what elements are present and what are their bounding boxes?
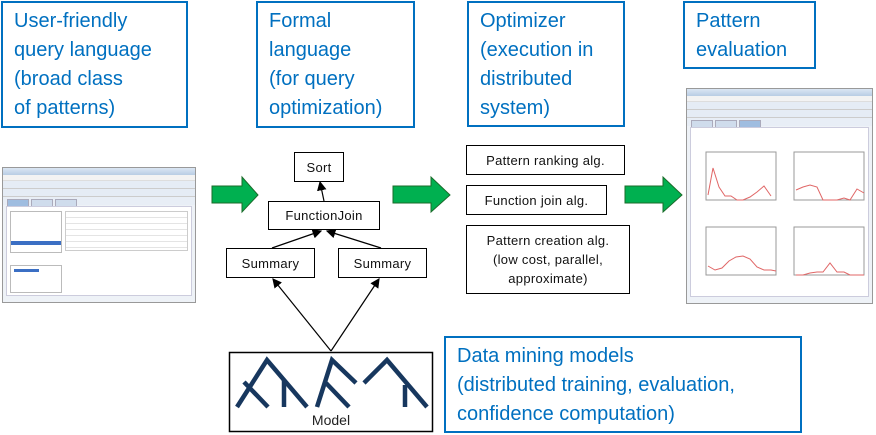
tree-icon xyxy=(235,356,309,409)
mini-charts xyxy=(705,151,865,276)
mini-chart-3 xyxy=(705,226,777,276)
stage-optimizer: Optimizer (execution in distributed syst… xyxy=(467,1,625,127)
stage-formal-language: Formal language (for query optimization) xyxy=(256,1,415,128)
mini-chart-4 xyxy=(793,226,865,276)
model-label: Model xyxy=(311,412,351,428)
tree-icon xyxy=(314,355,358,409)
plan-node-function-join: FunctionJoin xyxy=(268,201,380,230)
algorithm-function-join: Function join alg. xyxy=(466,185,607,215)
edge-summary-right-to-join xyxy=(325,228,382,249)
plan-node-summary-left: Summary xyxy=(226,248,315,278)
query-ui-screenshot xyxy=(2,167,196,303)
algorithm-pattern-ranking: Pattern ranking alg. xyxy=(466,145,625,175)
flow-arrow-3 xyxy=(624,175,683,214)
stage-pattern-evaluation: Pattern evaluation xyxy=(683,1,816,69)
tree-icon xyxy=(362,356,429,409)
mini-chart-1 xyxy=(705,151,777,201)
plan-node-summary-right: Summary xyxy=(338,248,427,278)
data-mining-models: Data mining models (distributed training… xyxy=(444,336,802,433)
flow-arrow-1 xyxy=(211,175,259,214)
plan-edges xyxy=(271,180,382,352)
edge-model-to-summary-left xyxy=(272,278,332,352)
algorithm-pattern-creation: Pattern creation alg. (low cost, paralle… xyxy=(466,225,630,294)
edge-model-to-summary-right xyxy=(330,278,380,352)
stage-query-language: User-friendly query language (broad clas… xyxy=(1,1,188,128)
model-box xyxy=(228,351,434,433)
flow-arrow-2 xyxy=(392,175,451,214)
edge-join-to-sort xyxy=(317,180,327,202)
plan-node-sort: Sort xyxy=(294,152,344,182)
tree-icons xyxy=(235,355,429,409)
edge-summary-left-to-join xyxy=(271,229,323,249)
mini-chart-2 xyxy=(793,151,865,201)
